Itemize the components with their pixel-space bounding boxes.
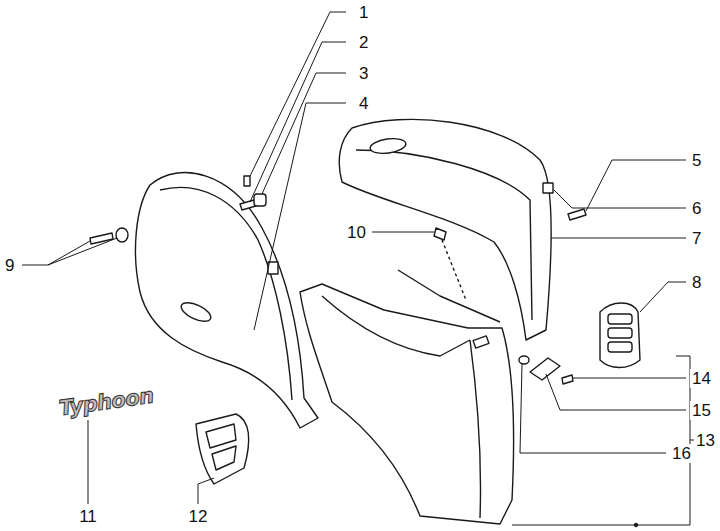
- callout-number: 14: [690, 369, 713, 388]
- screw: [434, 228, 446, 240]
- callout-number: 4: [357, 94, 370, 113]
- grille-slot: [608, 314, 632, 324]
- washer: [116, 228, 128, 242]
- grille-slot: [608, 342, 632, 352]
- nut: [543, 183, 553, 193]
- callout-number: 16: [670, 444, 693, 463]
- leader-line: [372, 232, 434, 233]
- shell-hole: [369, 137, 407, 156]
- leader-line: [551, 238, 686, 239]
- leader-line: [254, 103, 346, 330]
- callout-number: 15: [690, 401, 713, 420]
- panel-edge: [160, 187, 292, 400]
- leader-line: [554, 190, 686, 208]
- callout-number: 1: [357, 3, 370, 22]
- leader-line: [250, 42, 346, 202]
- leader-line: [262, 73, 346, 194]
- screw: [568, 209, 586, 220]
- bracket-dot: [634, 523, 638, 527]
- callout-number: 10: [345, 223, 368, 242]
- lamp-grille: [196, 414, 249, 484]
- leader-line: [586, 160, 686, 211]
- callout-number: 9: [3, 256, 16, 275]
- screw: [90, 233, 113, 244]
- leader-line: [573, 378, 686, 379]
- axis-line: [442, 240, 466, 300]
- lamp-grille: [600, 303, 640, 368]
- shield-edge: [470, 340, 481, 518]
- vent-slot: [473, 336, 489, 348]
- shell-edge: [356, 150, 532, 320]
- leader-line: [22, 238, 117, 265]
- washer: [519, 356, 529, 364]
- callout-number: 7: [690, 229, 703, 248]
- plate: [530, 358, 560, 380]
- grille-slot: [212, 446, 236, 470]
- leader-line: [520, 364, 666, 453]
- callout-number: 13: [694, 431, 717, 450]
- clip: [244, 176, 250, 186]
- front-shield: [300, 284, 514, 524]
- model-logo: Typhoon: [55, 384, 156, 421]
- callout-number: 6: [690, 199, 703, 218]
- callout-number: 3: [357, 64, 370, 83]
- callout-number: 12: [187, 507, 210, 526]
- panel-hole: [179, 299, 214, 325]
- left-side-panel: [135, 173, 318, 428]
- callout-number: 5: [690, 151, 703, 170]
- leader-line: [546, 374, 686, 410]
- leader-line: [198, 478, 214, 504]
- spacer: [254, 194, 266, 206]
- leader-line: [250, 12, 346, 176]
- callout-number: 11: [77, 507, 99, 526]
- callout-number: 8: [690, 273, 703, 292]
- shield-inner: [322, 270, 500, 356]
- grille-slot: [206, 424, 236, 448]
- leader-line: [88, 420, 89, 504]
- screw: [562, 375, 573, 384]
- callout-number: 2: [357, 33, 370, 52]
- grille-slot: [608, 328, 632, 338]
- group-bracket: [512, 356, 697, 525]
- leader-line: [640, 282, 686, 312]
